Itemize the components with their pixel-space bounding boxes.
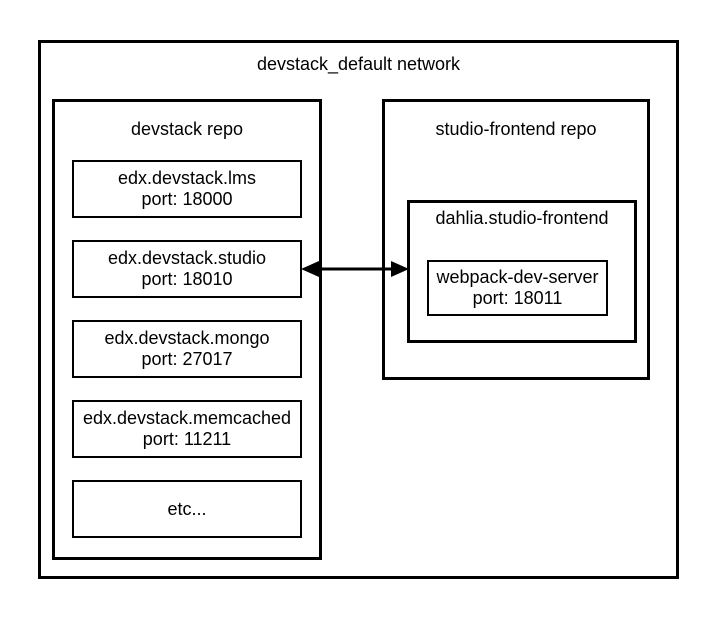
devstack-repo-label: devstack repo bbox=[130, 119, 244, 139]
container-port: port: 18010 bbox=[141, 269, 233, 289]
container-name: edx.devstack.studio bbox=[107, 248, 267, 268]
dahlia-studio-frontend-label: dahlia.studio-frontend bbox=[435, 208, 609, 228]
dahlia-studio-frontend-box: dahlia.studio-frontend webpack-dev-serve… bbox=[407, 200, 637, 343]
container-port: port: 27017 bbox=[141, 349, 233, 369]
container-box-mongo: edx.devstack.mongo port: 27017 bbox=[72, 320, 302, 378]
container-port: port: 11211 bbox=[142, 429, 232, 449]
container-name: webpack-dev-server bbox=[436, 267, 599, 287]
arrowhead-left bbox=[301, 261, 319, 277]
devstack-repo-box: devstack repo edx.devstack.lms port: 180… bbox=[52, 99, 322, 560]
container-name: edx.devstack.memcached bbox=[82, 408, 292, 428]
container-box-etc: etc... bbox=[72, 480, 302, 538]
container-name: etc... bbox=[167, 498, 207, 519]
studio-frontend-repo-label: studio-frontend repo bbox=[435, 119, 597, 139]
studio-frontend-repo-box: studio-frontend repo dahlia.studio-front… bbox=[382, 99, 650, 380]
container-name: edx.devstack.lms bbox=[117, 168, 257, 188]
container-box-webpack-dev-server: webpack-dev-server port: 18011 bbox=[427, 260, 608, 316]
container-port: port: 18000 bbox=[141, 189, 233, 209]
container-box-memcached: edx.devstack.memcached port: 11211 bbox=[72, 400, 302, 458]
container-box-studio: edx.devstack.studio port: 18010 bbox=[72, 240, 302, 298]
network-boundary-box: devstack_default network devstack repo e… bbox=[38, 40, 679, 579]
arrowhead-right bbox=[391, 261, 409, 277]
container-box-lms: edx.devstack.lms port: 18000 bbox=[72, 160, 302, 218]
network-label: devstack_default network bbox=[256, 54, 461, 74]
container-name: edx.devstack.mongo bbox=[104, 328, 270, 348]
bidirectional-arrow bbox=[301, 261, 409, 277]
container-port: port: 18011 bbox=[472, 288, 563, 308]
